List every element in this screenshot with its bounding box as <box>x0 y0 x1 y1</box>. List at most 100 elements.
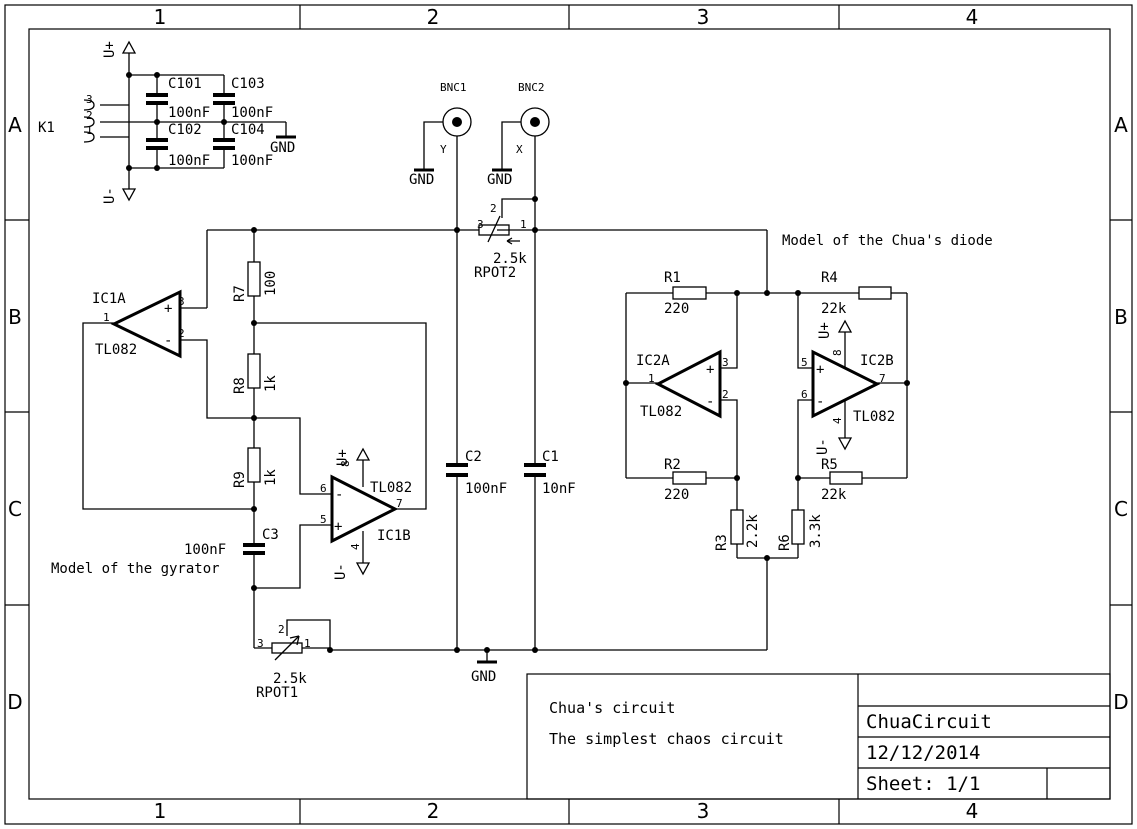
rpot1-ref: RPOT1 <box>256 685 298 701</box>
resistor-r6[interactable]: R6 3.3k <box>777 509 824 551</box>
ic2a-val: TL082 <box>640 404 682 420</box>
vplus-label: U+ <box>102 41 118 58</box>
potentiometer-rpot1[interactable]: 3 2 1 2.5k RPOT1 <box>256 623 311 701</box>
ic2b-vminus: U- <box>815 438 831 455</box>
c1-val: 10nF <box>542 481 576 497</box>
rpot1-pin2: 2 <box>278 623 285 636</box>
ic1a-pin2: 2 <box>178 327 185 340</box>
c104-ref: C104 <box>231 122 265 138</box>
k1-pin2: 2 <box>86 109 93 122</box>
k1-label: K1 <box>38 120 55 136</box>
potentiometer-rpot2[interactable]: 3 2 1 2.5k RPOT2 <box>474 202 527 281</box>
ic1a-pin1: 1 <box>103 311 110 324</box>
resistor-r4[interactable]: R4 22k <box>821 270 892 317</box>
r9-ref: R9 <box>232 471 248 488</box>
ic1a-ref: IC1A <box>92 291 126 307</box>
ic2b-minus: - <box>816 394 824 410</box>
col-label-1-bottom: 1 <box>154 799 167 823</box>
ic2a-pin1: 1 <box>648 372 655 385</box>
gnd-label-bnc1: GND <box>409 172 434 188</box>
resistor-r7[interactable]: R7 100 <box>232 261 279 302</box>
r5-val: 22k <box>821 487 847 503</box>
capacitor-c2[interactable]: C2 100nF <box>446 449 507 497</box>
title-description: The simplest chaos circuit <box>549 730 784 748</box>
sheet-number: Sheet: 1/1 <box>866 773 980 795</box>
drawing-date: 12/12/2014 <box>866 742 980 764</box>
gnd-label-main: GND <box>471 669 496 685</box>
ic2a-minus: - <box>706 394 714 410</box>
c1-ref: C1 <box>542 449 559 465</box>
ic1b-minus: - <box>335 487 343 503</box>
r3-val: 2.2k <box>745 514 761 548</box>
ic1b-pin7: 7 <box>396 497 403 510</box>
ic2a-pin3: 3 <box>722 356 729 369</box>
resistor-r3[interactable]: R3 2.2k <box>714 509 761 551</box>
ic2b-pin6: 6 <box>801 388 808 401</box>
ic1a-minus: - <box>164 333 172 349</box>
resistor-r2[interactable]: R2 220 <box>664 457 707 503</box>
rpot2-pin3: 3 <box>477 218 484 231</box>
row-label-D-right: D <box>1113 690 1128 714</box>
rpot2-pin2: 2 <box>490 202 497 215</box>
row-label-C-right: C <box>1114 497 1128 521</box>
ic1a-val: TL082 <box>95 342 137 358</box>
ic1b-pin5: 5 <box>320 513 327 526</box>
capacitor-c1[interactable]: C1 10nF <box>524 449 576 497</box>
row-label-D: D <box>7 690 22 714</box>
resistor-r5[interactable]: R5 22k <box>821 457 863 503</box>
title-name: Chua's circuit <box>549 699 675 717</box>
opamp-ic1a[interactable]: + - 3 2 1 IC1A TL082 <box>92 289 185 359</box>
r4-ref: R4 <box>821 270 838 286</box>
title-block: Chua's circuit The simplest chaos circui… <box>526 673 1111 800</box>
ic2b-pin7: 7 <box>879 372 886 385</box>
r6-val: 3.3k <box>808 514 824 548</box>
ic2b-pin5: 5 <box>801 356 808 369</box>
capacitor-c3[interactable]: C3 100nF <box>184 527 279 558</box>
c103-ref: C103 <box>231 76 265 92</box>
rpot2-val: 2.5k <box>493 251 527 267</box>
r4-val: 22k <box>821 301 847 317</box>
opamp-ic1b[interactable]: - + 6 5 7 8 U+ 4 U- TL082 IC1B <box>320 447 412 580</box>
resistor-r1[interactable]: R1 220 <box>664 270 707 317</box>
bnc2-sig: X <box>516 143 523 156</box>
ic2b-pin4: 4 <box>831 417 844 424</box>
ic1a-pin3: 3 <box>178 295 185 308</box>
ic2b-vplus: U+ <box>817 322 833 339</box>
c3-ref: C3 <box>262 527 279 543</box>
row-label-C: C <box>8 497 22 521</box>
ic1b-ref: IC1B <box>377 528 411 544</box>
c103-val: 100nF <box>231 105 273 121</box>
c101-val: 100nF <box>168 105 210 121</box>
ic2a-plus: + <box>706 362 714 378</box>
opamp-ic2b[interactable]: + - 5 6 7 8 U+ 4 U- IC2B TL082 <box>801 319 895 455</box>
ic2a-pin2: 2 <box>722 388 729 401</box>
col-label-3-bottom: 3 <box>697 799 710 823</box>
row-label-B-right: B <box>1114 305 1128 329</box>
resistor-r9[interactable]: R9 1k <box>232 447 279 488</box>
col-label-4-bottom: 4 <box>966 799 979 823</box>
col-label-2-bottom: 2 <box>427 799 440 823</box>
r6-ref: R6 <box>777 534 793 551</box>
r2-ref: R2 <box>664 457 681 473</box>
ic1b-plus: + <box>334 519 342 535</box>
resistor-r8[interactable]: R8 1k <box>232 353 279 394</box>
rpot2-ref: RPOT2 <box>474 265 516 281</box>
vminus-label: U- <box>102 187 118 204</box>
opamp-ic2a[interactable]: + - 3 2 1 IC2A TL082 <box>636 349 729 420</box>
ic2b-val: TL082 <box>853 409 895 425</box>
chua-diode-nets <box>623 290 910 561</box>
bnc1-ref: BNC1 <box>440 81 467 94</box>
ic2a-ref: IC2A <box>636 353 670 369</box>
power-supply-section: U+ U- GND K1 3 2 1 <box>38 40 296 204</box>
r3-ref: R3 <box>714 534 730 551</box>
r7-val: 100 <box>263 271 279 296</box>
bnc1-connector[interactable]: BNC1 Y GND <box>409 81 472 188</box>
c2-ref: C2 <box>465 449 482 465</box>
r7-ref: R7 <box>232 285 248 302</box>
c2-val: 100nF <box>465 481 507 497</box>
row-label-A-right: A <box>1114 113 1128 137</box>
bnc2-ref: BNC2 <box>518 81 545 94</box>
bnc2-connector[interactable]: BNC2 X GND <box>487 81 550 188</box>
gnd-label-supply: GND <box>270 140 295 156</box>
